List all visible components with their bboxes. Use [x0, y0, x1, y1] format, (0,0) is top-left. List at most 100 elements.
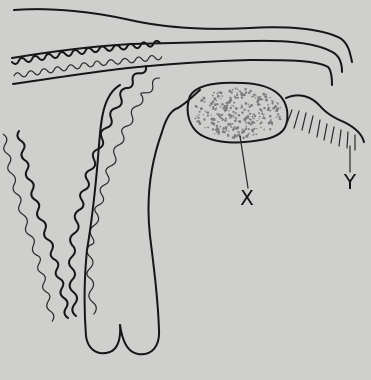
stipple-dot	[207, 114, 209, 116]
stipple-dot	[245, 116, 248, 119]
stipple-dot	[260, 127, 262, 129]
stipple-dot	[262, 93, 265, 96]
stipple-dot	[248, 92, 250, 94]
stipple-dot	[237, 89, 239, 91]
stipple-dot	[216, 113, 218, 115]
stipple-dot	[267, 107, 270, 110]
stipple-dot	[220, 98, 221, 99]
stipple-dot	[259, 116, 261, 118]
stipple-dot	[229, 117, 231, 119]
stipple-dot	[227, 134, 229, 136]
stipple-dot	[216, 130, 218, 132]
stipple-dot	[259, 96, 261, 98]
stipple-dot	[256, 100, 259, 103]
stipple-dot	[217, 125, 219, 127]
stipple-dot	[207, 111, 209, 113]
stipple-dot	[280, 107, 282, 109]
stipple-dot	[266, 94, 268, 96]
stipple-dot	[245, 122, 247, 124]
stipple-dot	[225, 129, 227, 131]
stipple-dot	[264, 95, 267, 98]
stipple-dot	[252, 113, 253, 114]
stipple-dot	[258, 104, 260, 106]
stipple-dot	[249, 113, 251, 115]
stipple-dot	[269, 110, 271, 112]
stipple-dot	[247, 110, 249, 112]
stipple-dot	[213, 118, 215, 120]
stipple-dot	[237, 131, 239, 133]
stipple-dot	[225, 110, 227, 112]
stipple-dot	[225, 126, 228, 129]
stipple-dot	[230, 123, 232, 125]
stipple-dot	[263, 117, 265, 119]
stipple-dot	[211, 114, 212, 115]
stipple-dot	[214, 103, 217, 106]
stipple-dot	[255, 133, 257, 135]
stipple-dot	[219, 114, 220, 115]
stipple-dot	[277, 116, 278, 117]
stipple-dot	[221, 95, 223, 97]
stipple-dot	[196, 106, 198, 108]
stipple-dot	[263, 114, 265, 116]
stipple-dot	[235, 97, 237, 99]
stipple-dot	[247, 136, 248, 137]
stipple-dot	[231, 126, 233, 128]
stipple-dot	[279, 116, 281, 118]
stipple-dot	[218, 131, 220, 133]
stipple-dot	[212, 95, 214, 97]
stipple-dot	[227, 101, 230, 104]
stipple-dot	[244, 119, 246, 121]
stipple-dot	[219, 126, 221, 128]
stipple-dot	[272, 107, 275, 110]
stipple-dot	[233, 115, 234, 116]
stipple-dot	[232, 137, 234, 139]
stipple-dot	[236, 94, 238, 96]
stipple-dot	[213, 97, 216, 100]
stipple-dot	[196, 116, 197, 117]
stipple-dot	[235, 118, 237, 120]
stipple-dot	[248, 117, 249, 118]
stipple-dot	[204, 101, 206, 103]
stipple-dot	[241, 111, 243, 113]
stipple-dot	[225, 118, 227, 120]
stipple-dot	[245, 127, 246, 128]
stipple-dot	[204, 127, 205, 128]
stipple-dot	[241, 97, 243, 99]
stipple-dot	[247, 122, 250, 125]
stipple-dot	[217, 132, 219, 134]
stipple-dot	[221, 114, 223, 116]
stipple-dot	[221, 103, 224, 106]
stipple-dot	[202, 97, 205, 100]
stipple-dot	[253, 117, 255, 119]
stipple-dot	[203, 114, 204, 115]
stipple-dot	[263, 129, 265, 131]
stipple-dot	[251, 122, 253, 124]
stipple-dot	[235, 117, 236, 118]
stipple-dot	[260, 121, 262, 123]
stipple-dot	[253, 128, 255, 130]
stipple-dot	[262, 99, 263, 100]
stipple-dot	[224, 105, 227, 108]
stipple-dot	[263, 116, 264, 117]
stipple-dot	[238, 120, 239, 121]
stipple-dot	[251, 96, 253, 98]
stipple-dot	[218, 92, 220, 94]
stipple-dot	[233, 106, 235, 108]
stipple-dot	[233, 102, 235, 104]
stipple-dot	[241, 107, 243, 109]
stipple-dot	[231, 105, 232, 106]
stipple-dot	[230, 107, 232, 109]
stipple-dot	[216, 127, 219, 130]
stipple-dot	[219, 116, 221, 118]
stipple-dot	[242, 130, 245, 133]
stipple-dot	[201, 99, 203, 101]
stipple-dot	[258, 118, 259, 119]
stipple-dot	[276, 102, 277, 103]
stipple-dot	[245, 103, 247, 105]
stipple-dot	[232, 123, 234, 125]
stipple-dot	[207, 126, 209, 128]
stipple-dot	[218, 113, 220, 115]
stipple-dot	[217, 95, 220, 98]
stipple-dot	[275, 117, 276, 118]
